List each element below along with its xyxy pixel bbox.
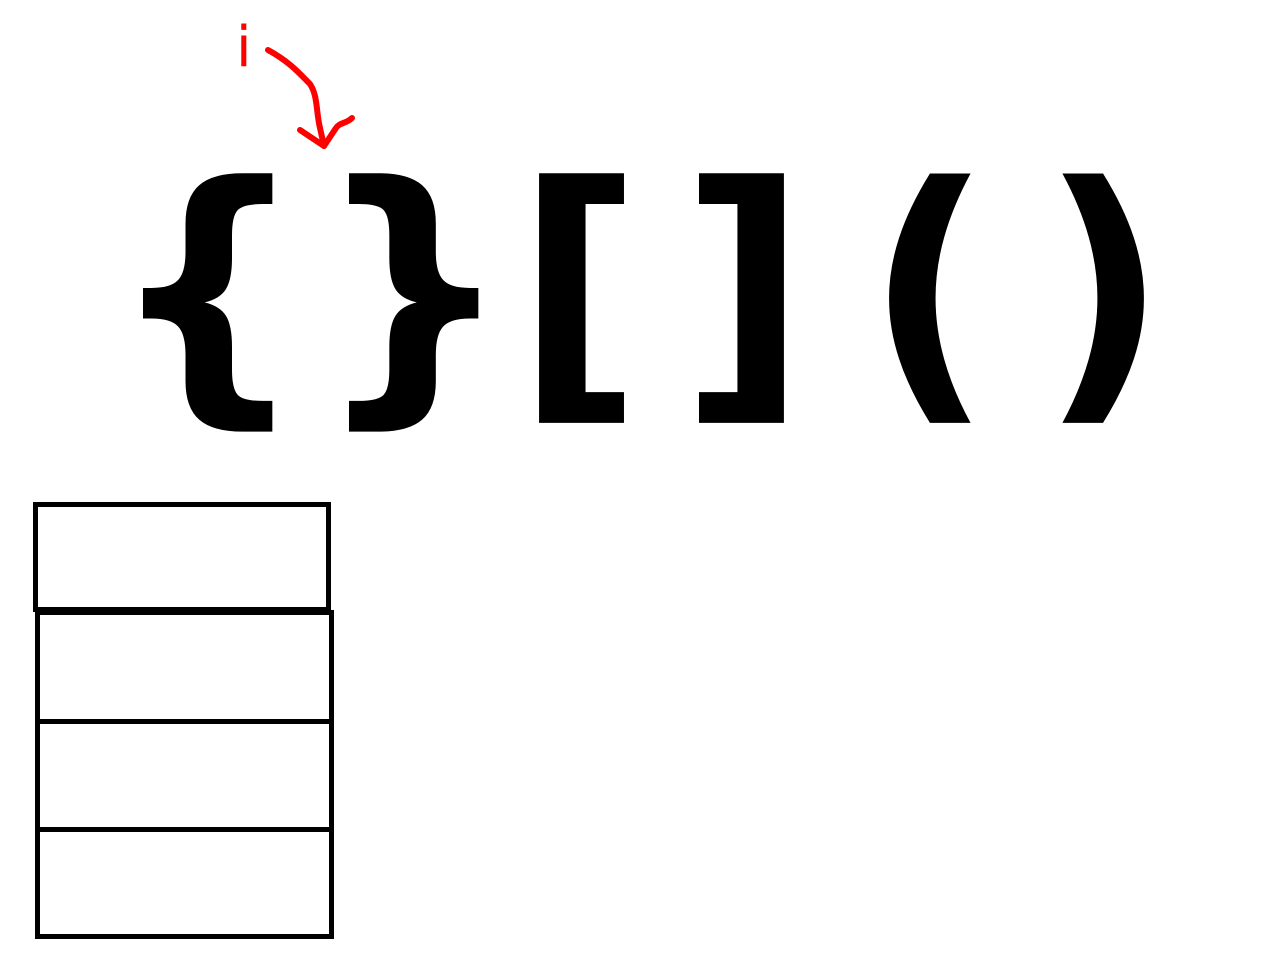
open-brace: { — [108, 127, 308, 453]
open-parenthesis: ( — [865, 127, 993, 453]
open-square-bracket: [ — [515, 127, 643, 453]
stack-cell — [35, 827, 334, 939]
stack-cell — [33, 502, 331, 612]
stack-cell — [35, 719, 334, 833]
close-square-bracket: ] — [680, 127, 808, 453]
stack-cell — [35, 610, 334, 724]
close-parenthesis: ) — [1040, 127, 1168, 453]
pointer-label: i — [236, 15, 252, 80]
close-brace: } — [314, 127, 514, 453]
